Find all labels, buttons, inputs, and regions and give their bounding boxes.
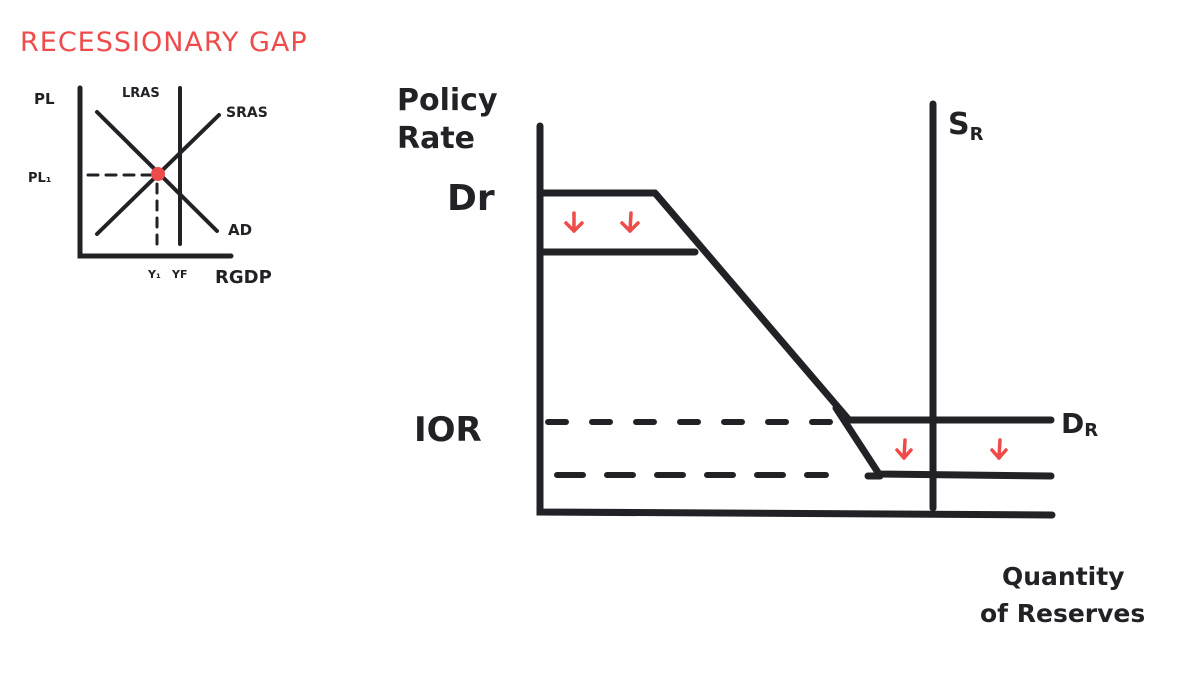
equilibrium-point [151,167,165,181]
ior-label: IOR [414,410,482,450]
demand-original-line [539,189,1055,424]
supply-label-subscript: R [970,124,984,145]
reserves-market-chart [536,100,1056,519]
demand-reserves-label: DR [1061,407,1098,441]
y1-label: Y₁ [147,268,161,281]
arrow-down-icon [895,438,913,460]
policy-rate-axis-label: Policy [397,83,498,118]
supply-label-main: S [948,107,970,142]
pl1-label: PL₁ [28,171,52,186]
discount-rate-label: Dr [447,178,495,219]
demand-label-main: D [1061,407,1084,440]
supply-reserves-label: SR [948,107,984,145]
quantity-axis-label-line2: of Reserves [980,599,1145,628]
reserves-axes [536,122,1056,519]
rate-decrease-arrows [564,211,1008,460]
ad-label: AD [228,221,252,239]
rgdp-axis-label: RGDP [215,267,272,288]
arrow-down-icon [990,438,1008,460]
yf-label: YF [171,268,187,281]
arrow-down-icon [620,211,640,233]
policy-rate-axis-label-line2: Rate [397,121,475,156]
ad-as-axes [77,85,234,259]
pl-axis-label: PL [34,90,55,108]
sras-label: SRAS [226,105,268,121]
page-title: RECESSIONARY GAP [20,27,308,58]
demand-label-subscript: R [1084,420,1098,441]
quantity-axis-label: Quantity [1002,562,1125,591]
arrow-down-icon [564,211,584,233]
lras-label: LRAS [122,86,160,101]
